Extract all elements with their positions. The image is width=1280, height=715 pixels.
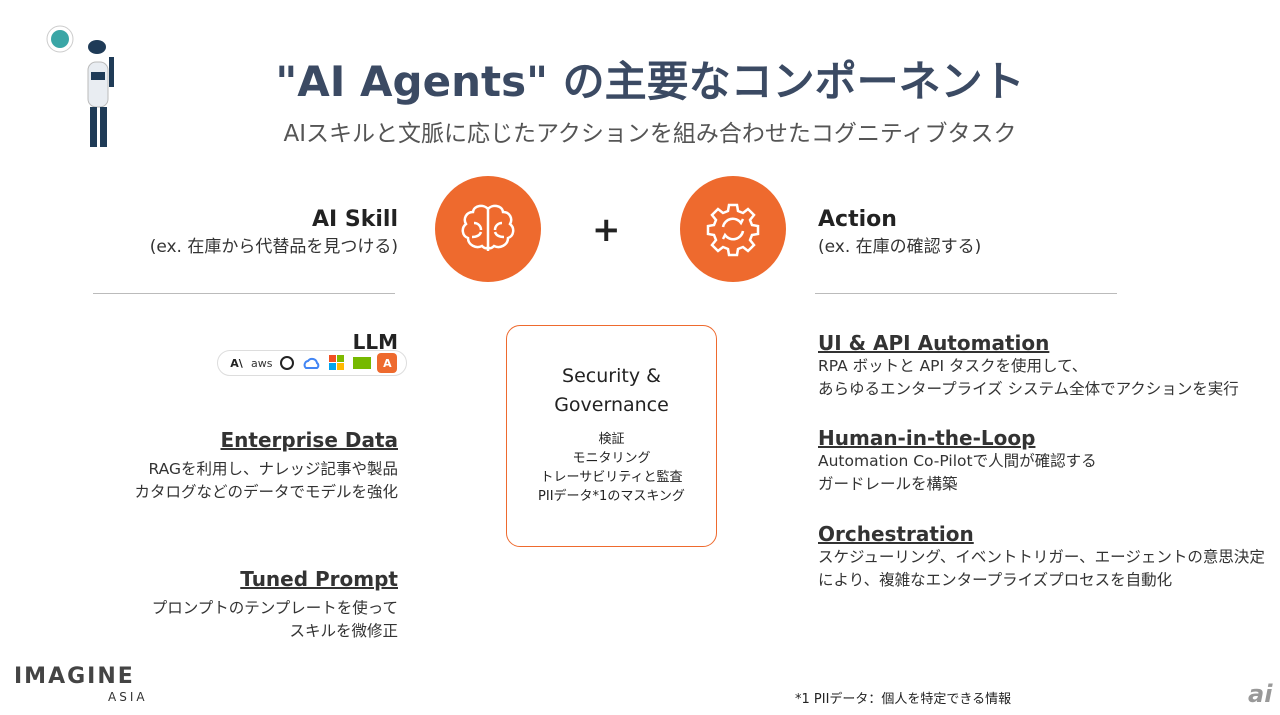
google-cloud-logo-icon (302, 353, 322, 373)
brain-icon (435, 176, 541, 282)
security-heading-line: Security & (562, 365, 661, 387)
action-block: Action (ex. 在庫の確認する) (818, 207, 981, 257)
tuned-prompt-heading: Tuned Prompt (240, 567, 398, 591)
ui-api-line: あらゆるエンタープライズ システム全体でアクションを実行 (818, 380, 1239, 398)
security-governance-box: Security & Governance 検証 モニタリング トレーサビリティ… (506, 325, 717, 547)
action-example: (ex. 在庫の確認する) (818, 237, 982, 257)
page-subtitle: AIスキルと文脈に応じたアクションを組み合わせたコグニティブタスク (283, 121, 1017, 147)
plus-sign: + (592, 210, 621, 250)
llm-logos: A\ aws A (217, 350, 407, 376)
enterprise-data-line: RAGを利用し、ナレッジ記事や製品 (148, 460, 399, 478)
imagine-logo-region: ASIA (108, 690, 148, 704)
ui-api-block: UI & API Automation RPA ボットと API タスクを使用し… (818, 331, 1239, 401)
ai-skill-example: (ex. 在庫から代替品を見つける) (149, 237, 398, 257)
ai-skill-block: AI Skill (ex. 在庫から代替品を見つける) (150, 207, 398, 257)
divider-right (815, 293, 1117, 294)
orchestration-heading: Orchestration (818, 522, 974, 546)
nvidia-logo-icon (352, 353, 372, 373)
microsoft-logo-icon (327, 353, 347, 373)
tuned-prompt-line: スキルを微修正 (289, 622, 398, 640)
security-heading-line: Governance (554, 394, 669, 416)
security-item: モニタリング (572, 451, 651, 466)
enterprise-data-line: カタログなどのデータでモデルを強化 (134, 483, 398, 501)
hitl-block: Human-in-the-Loop Automation Co-Pilotで人間… (818, 426, 1097, 496)
ui-api-line: RPA ボットと API タスクを使用して、 (818, 357, 1088, 375)
openai-logo-icon (277, 353, 297, 373)
hitl-line: Automation Co-Pilotで人間が確認する (818, 452, 1097, 470)
divider-left (93, 293, 395, 294)
security-item: 検証 (598, 432, 625, 447)
footnote: *1 PIIデータ：個人を特定できる情報 (795, 692, 1012, 707)
ui-api-heading: UI & API Automation (818, 331, 1050, 355)
orchestration-line: スケジューリング、イベントトリガー、エージェントの意思決定 (818, 548, 1265, 566)
security-items: 検証 モニタリング トレーサビリティと監査 PIIデータ*1のマスキング (507, 430, 716, 506)
security-heading: Security & Governance (507, 362, 716, 420)
orchestration-block: Orchestration スケジューリング、イベントトリガー、エージェントの意… (818, 522, 1265, 592)
enterprise-data-block: Enterprise Data RAGを利用し、ナレッジ記事や製品 カタログなど… (134, 428, 398, 504)
corner-watermark: ai (1248, 680, 1273, 708)
gear-sync-icon (680, 176, 786, 282)
ai-skill-heading: AI Skill (312, 207, 398, 232)
page-title: "AI Agents" の主要なコンポーネント (275, 57, 1025, 106)
imagine-logo: IMAGINE (14, 664, 135, 689)
security-item: トレーサビリティと監査 (540, 470, 683, 485)
tuned-prompt-line: プロンプトのテンプレートを使って (151, 599, 398, 617)
hitl-heading: Human-in-the-Loop (818, 426, 1036, 450)
enterprise-data-heading: Enterprise Data (220, 428, 398, 452)
orchestration-line: により、複雑なエンタープライズプロセスを自動化 (818, 571, 1173, 589)
action-heading: Action (818, 207, 897, 232)
automation-anywhere-logo-icon: A (377, 353, 398, 373)
tuned-prompt-block: Tuned Prompt プロンプトのテンプレートを使って スキルを微修正 (152, 567, 398, 643)
hitl-line: ガードレールを構築 (818, 475, 958, 493)
aws-logo-icon: aws (250, 356, 273, 370)
security-item: PIIデータ*1のマスキング (538, 489, 685, 504)
anthropic-logo-icon: A\ (230, 356, 243, 370)
robot-illustration (45, 22, 125, 152)
